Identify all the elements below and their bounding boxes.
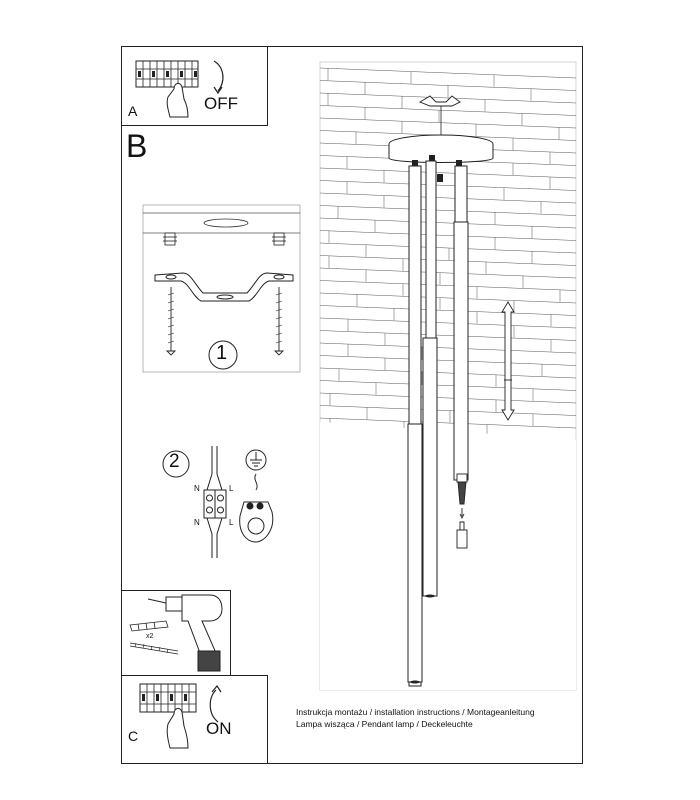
step-2-circle xyxy=(162,450,190,478)
step-1-circle xyxy=(208,340,238,370)
pendant-lamp-illustration xyxy=(319,61,577,691)
screw-count: x2 xyxy=(146,633,154,640)
canopy-icon xyxy=(388,134,494,163)
hand-icon xyxy=(166,82,189,118)
step-1-number: 1 xyxy=(216,342,228,364)
ground-clamp-icon xyxy=(239,501,274,543)
screw-icon xyxy=(129,642,179,655)
live-label-bottom: L xyxy=(229,518,234,527)
bulb-icon xyxy=(456,521,468,549)
screw-icon xyxy=(165,287,285,356)
fuse-box-icon xyxy=(135,60,224,118)
live-label-top: L xyxy=(229,484,234,493)
switch-arrow-icon xyxy=(209,689,219,723)
step-c-panel: C ON xyxy=(121,675,268,764)
bracket-mounting-panel: 1 xyxy=(142,204,301,373)
neutral-label-bottom: N xyxy=(194,518,200,527)
bulb-socket-icon xyxy=(456,473,468,505)
instruction-caption: Instrukcja montażu / installation instru… xyxy=(296,706,535,730)
switch-arrow-icon xyxy=(213,60,224,92)
ground-symbol-icon xyxy=(245,449,267,491)
step-b-letter: B xyxy=(126,128,148,164)
step-a-letter: A xyxy=(128,103,138,119)
fuse-box-icon xyxy=(139,683,222,749)
mounting-bracket-icon xyxy=(154,272,294,302)
step-a-panel: A OFF xyxy=(121,46,268,126)
pendant-tube-lower xyxy=(407,221,469,683)
off-label: OFF xyxy=(204,94,238,113)
caption-line-2: Lampa wisząca / Pendant lamp / Deckeleuc… xyxy=(296,719,473,729)
drill-icon xyxy=(129,594,223,672)
height-adjust-arrow-icon xyxy=(501,301,515,421)
wall-plug-icon xyxy=(129,620,169,632)
caption-line-1: Instrukcja montażu / installation instru… xyxy=(296,707,535,717)
drill-panel: x2 xyxy=(121,590,231,676)
wiring-diagram xyxy=(162,446,274,558)
step-2-number: 2 xyxy=(169,451,180,472)
bracket-drawing xyxy=(142,204,301,373)
step-c-letter: C xyxy=(128,728,139,744)
on-label: ON xyxy=(206,719,232,738)
instruction-frame xyxy=(121,46,583,764)
terminal-block-icon xyxy=(203,489,227,519)
neutral-label-top: N xyxy=(194,484,200,493)
hand-icon xyxy=(166,707,189,749)
wall-plug-icon xyxy=(163,232,286,246)
